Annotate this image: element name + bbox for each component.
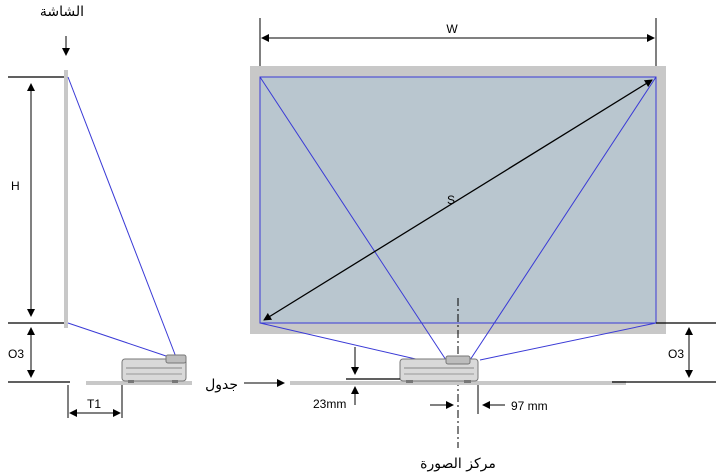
front-table [290, 381, 626, 385]
offset-label-left: O3 [8, 347, 24, 361]
side-table [86, 381, 192, 385]
height-label: H [11, 179, 20, 193]
projection-ray-bottom [67, 322, 173, 359]
dim23-label: 23mm [313, 397, 346, 411]
front-view: W S جدول 23mm [205, 18, 716, 472]
dim97-label: 97 mm [511, 399, 548, 413]
image-center-label: مركز الصورة [420, 456, 496, 472]
diagonal-dimension [263, 79, 653, 321]
front-projector [399, 355, 479, 383]
table-label: جدول [205, 377, 238, 393]
offset-label-right: O3 [668, 347, 684, 361]
width-label: W [446, 22, 458, 36]
side-screen [64, 70, 68, 328]
side-projector [121, 354, 187, 383]
ray-bottom-right [479, 322, 657, 361]
side-view: الشاشة H O3 T1 [8, 4, 192, 418]
screen-label: الشاشة [40, 4, 84, 20]
ray-bottom-left [259, 322, 421, 361]
diagonal-label: S [447, 193, 455, 207]
projection-ray-top [67, 76, 177, 358]
throw-distance-label: T1 [87, 397, 101, 411]
